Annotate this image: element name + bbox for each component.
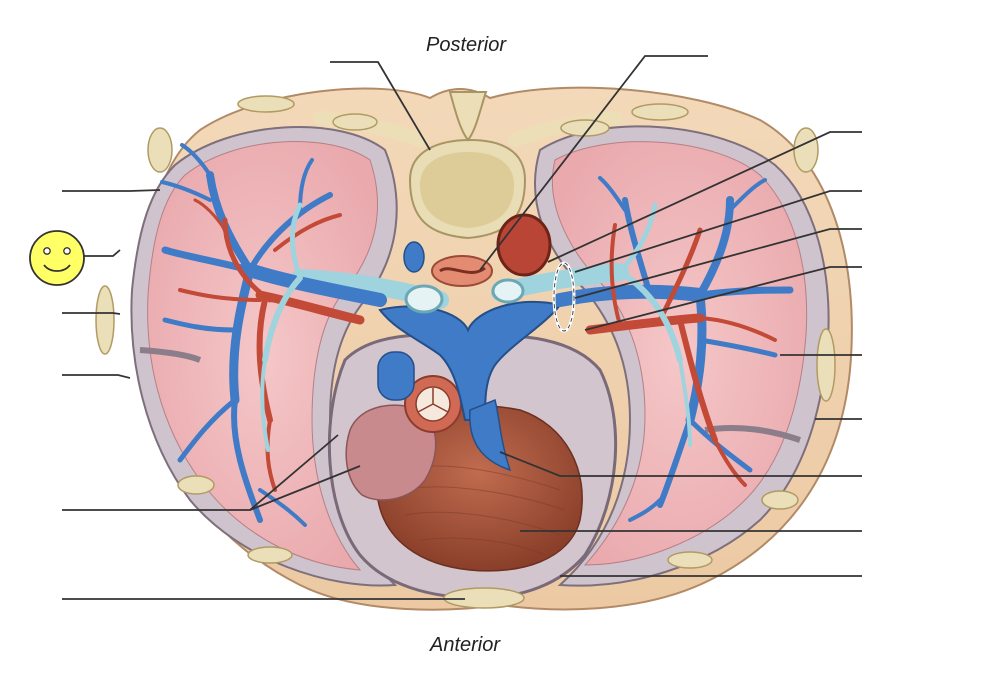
leader-line-14	[62, 312, 121, 315]
descending-aorta	[496, 213, 552, 277]
superior-vena-cava	[377, 351, 415, 401]
leader-line-12	[62, 189, 161, 192]
leader-lines	[62, 55, 862, 600]
left-bronchial-tree	[260, 202, 303, 452]
right-oblique-fissure	[704, 425, 801, 443]
leader-line-15	[62, 374, 131, 379]
right-bronchial-tree	[617, 202, 692, 447]
leader-line-3	[547, 131, 862, 263]
leader-line-4	[574, 190, 862, 273]
left-pulmonary-artery-tree	[160, 143, 387, 527]
spinous-process	[448, 91, 488, 142]
leader-line-13	[84, 249, 121, 257]
azygos-vein	[403, 241, 425, 273]
rib-cross-sections	[95, 95, 836, 609]
leader-line-5	[574, 228, 862, 299]
leader-line-9	[499, 451, 862, 477]
smiley-face-icon	[29, 230, 85, 286]
leader-line-1	[330, 61, 431, 151]
left-oblique-fissure	[139, 347, 202, 363]
anterior-label: Anterior	[430, 634, 501, 656]
leader-line-2	[479, 55, 708, 271]
sternum	[443, 587, 525, 609]
right-atrium	[345, 404, 437, 501]
right-pulmonary-vein-tree	[585, 223, 777, 487]
pulmonary-trunk	[378, 300, 562, 421]
leader-line-6	[584, 266, 862, 331]
left-pulmonary-vein-tree	[178, 198, 365, 492]
right-bronchus-lumen	[491, 278, 525, 304]
posterior-label: Posterior	[426, 34, 507, 56]
left-bronchus-lumen	[404, 284, 444, 314]
